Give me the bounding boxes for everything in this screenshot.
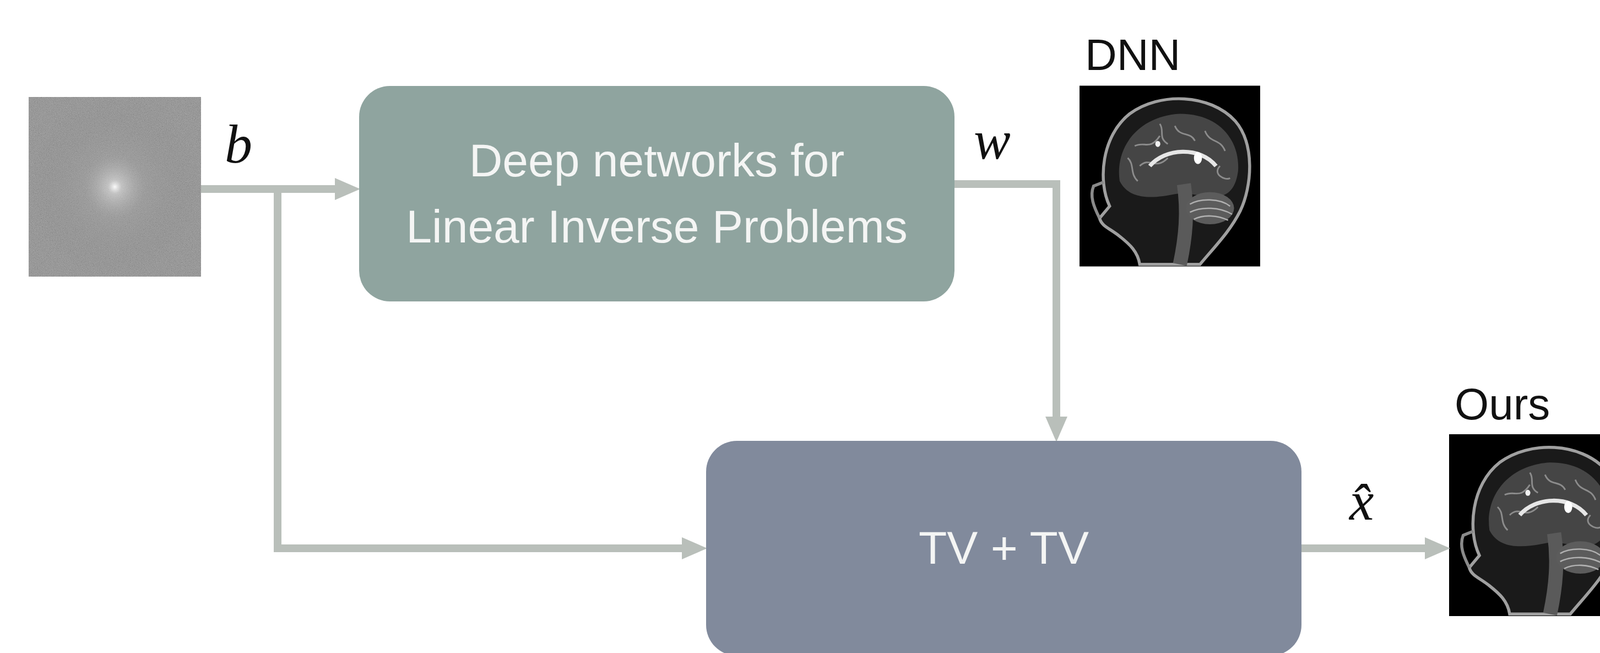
- signal-label: w: [973, 112, 1011, 168]
- image-heading: Ours: [1454, 382, 1550, 427]
- signal-label: b: [224, 116, 253, 172]
- brain-illustration: [1449, 434, 1600, 616]
- flow-arrow: [954, 183, 1057, 418]
- kspace-image: [28, 96, 202, 277]
- box-label: TV + TV: [918, 514, 1089, 581]
- brain-illustration: [1079, 85, 1261, 267]
- flow-arrow: [1301, 544, 1426, 552]
- signal-label: x̂: [1349, 473, 1374, 529]
- result-image: Ours: [1449, 434, 1600, 616]
- image-heading: DNN: [1085, 33, 1181, 78]
- kspace-illustration: [28, 96, 202, 277]
- box-label: Deep networks for Linear Inverse Problem…: [402, 127, 912, 260]
- process-box: TV + TV: [706, 440, 1302, 653]
- process-box: Deep networks for Linear Inverse Problem…: [359, 85, 955, 302]
- result-image: DNN: [1079, 84, 1261, 268]
